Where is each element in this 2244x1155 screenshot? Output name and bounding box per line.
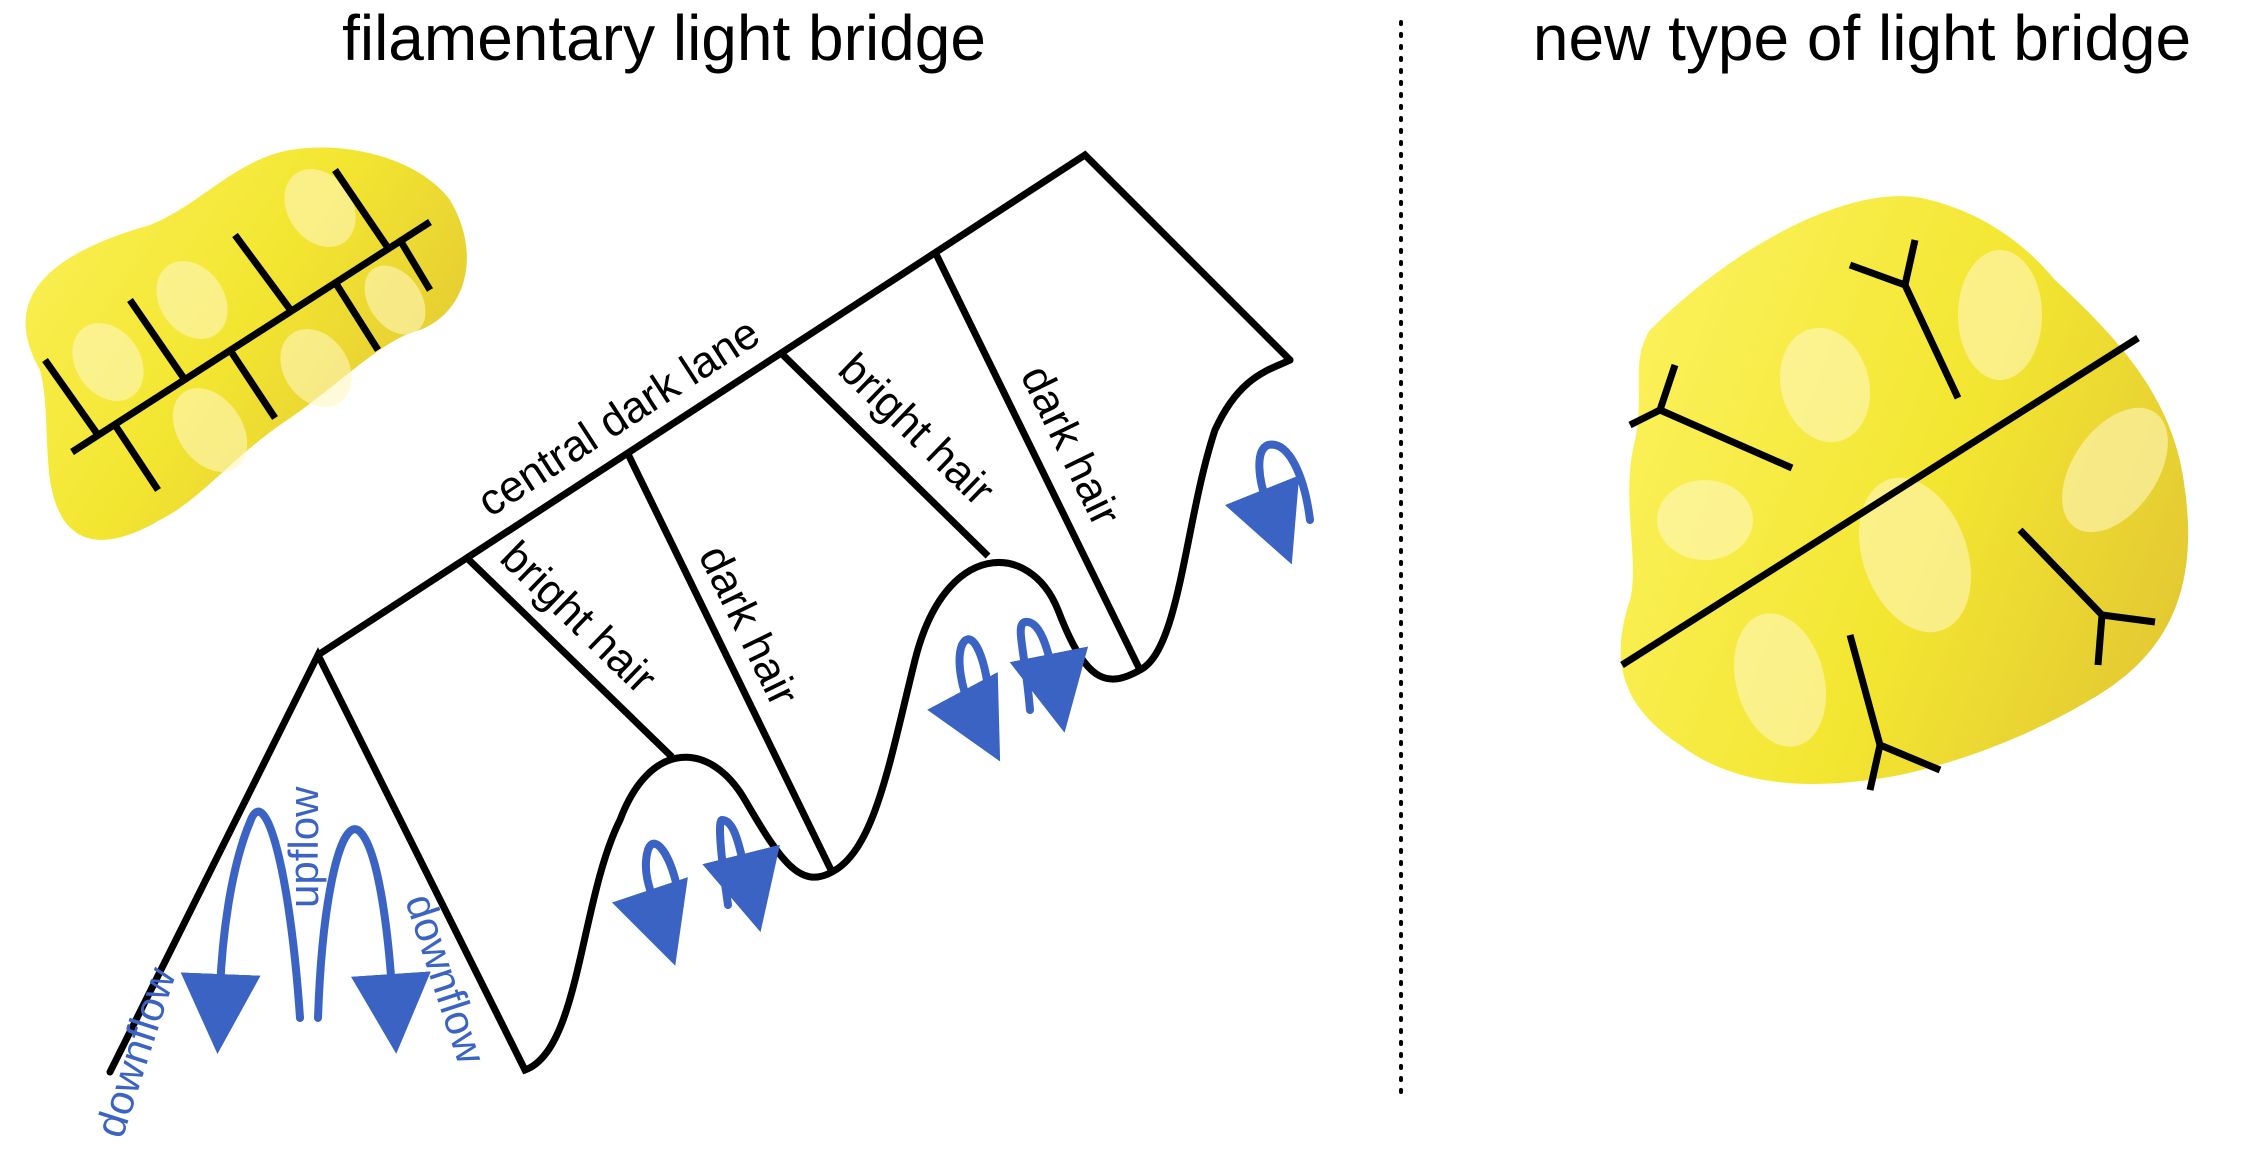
y-feature — [1846, 634, 1942, 791]
blob-filament — [227, 348, 278, 420]
dark-hair-label-1: dark hair — [689, 538, 808, 713]
blob-filament — [396, 238, 434, 292]
granule — [1657, 480, 1753, 560]
flow-arrow — [927, 635, 1001, 762]
new-central-lane — [1620, 335, 2140, 668]
front-profile — [106, 356, 1294, 1076]
flow-arrow — [1009, 618, 1089, 733]
downflow-label-left: downflow — [86, 961, 185, 1143]
blob-filament — [112, 423, 161, 492]
flow-arrow — [702, 815, 780, 933]
granule — [172, 388, 248, 472]
central-dark-lane-label: central dark lane — [469, 308, 769, 526]
blob-filament — [42, 357, 101, 438]
new-bridge-blob — [1620, 196, 2189, 791]
blob-filament — [332, 280, 381, 352]
granule — [2062, 407, 2168, 533]
flow-arrow — [314, 825, 431, 1054]
granule — [284, 169, 356, 247]
y-feature — [1848, 239, 1962, 400]
hair-divider — [464, 555, 675, 760]
flow-arrow — [1224, 440, 1314, 565]
blob-filament — [332, 168, 391, 250]
hair-divider — [779, 351, 991, 559]
y-feature — [2017, 527, 2156, 666]
y-feature — [1628, 363, 1794, 472]
blob-central-lane — [70, 219, 432, 455]
granule — [1733, 613, 1827, 747]
granule — [156, 261, 228, 339]
blob-filament — [232, 232, 295, 315]
right-panel-title: new type of light bridge — [1533, 2, 2191, 74]
filamentary-bridge-blob — [25, 147, 467, 540]
upflow-label: upflow — [280, 786, 327, 908]
bright-hair-label-1: bright hair — [491, 532, 666, 703]
granule — [1958, 250, 2042, 380]
granule — [1779, 327, 1871, 443]
hair-divider — [624, 452, 836, 874]
blob-filament — [127, 298, 188, 382]
granule — [280, 329, 352, 407]
top-ridge — [314, 150, 1294, 659]
left-panel-title: filamentary light bridge — [342, 2, 986, 74]
hair-divider — [932, 252, 1144, 672]
flow-arrow — [611, 839, 688, 966]
granule — [72, 323, 144, 401]
granule — [1858, 477, 1972, 633]
flow-arrow — [180, 807, 304, 1054]
granule — [364, 265, 426, 335]
